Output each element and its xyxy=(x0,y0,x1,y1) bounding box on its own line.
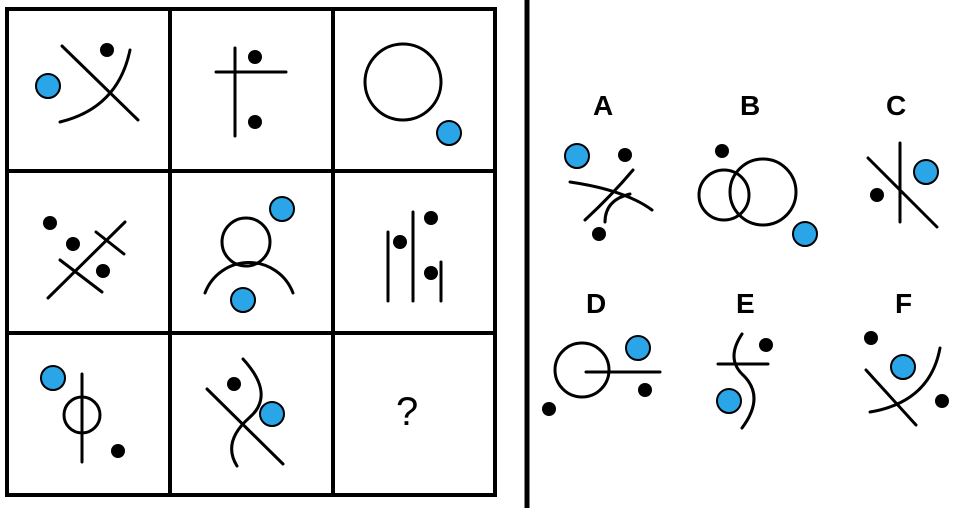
option-b-figure[interactable] xyxy=(697,144,818,247)
matrix-grid xyxy=(5,7,497,497)
black-dot xyxy=(870,188,884,202)
black-dot xyxy=(96,264,110,278)
option-label-c[interactable]: C xyxy=(886,90,907,121)
matrix-cell-2-2 xyxy=(203,196,295,313)
matrix-cell-3-2 xyxy=(205,357,285,468)
option-label-b[interactable]: B xyxy=(740,90,761,121)
missing-cell-question-mark: ? xyxy=(396,390,419,434)
black-dot xyxy=(248,50,262,64)
black-dot xyxy=(542,402,556,416)
option-f-figure[interactable] xyxy=(864,331,949,427)
option-d-figure[interactable] xyxy=(542,335,662,416)
black-dot xyxy=(424,266,438,280)
black-dot xyxy=(43,216,57,230)
blue-dot xyxy=(259,401,285,427)
blue-dot xyxy=(269,196,295,222)
blue-dot xyxy=(716,388,742,414)
option-e-figure[interactable] xyxy=(716,332,773,430)
matrix-cell-2-3 xyxy=(386,210,443,303)
black-dot xyxy=(227,377,241,391)
blue-dot xyxy=(625,335,651,361)
matrix-cell-1-1 xyxy=(35,43,140,124)
blue-dot xyxy=(436,120,462,146)
black-dot xyxy=(111,444,125,458)
option-c-figure[interactable] xyxy=(866,141,939,229)
blue-dot xyxy=(890,354,916,380)
black-dot xyxy=(248,115,262,129)
black-dot xyxy=(424,211,438,225)
blue-dot xyxy=(35,73,61,99)
blue-dot xyxy=(792,221,818,247)
option-label-a[interactable]: A xyxy=(593,90,614,121)
black-dot xyxy=(592,227,606,241)
black-dot xyxy=(393,235,407,249)
black-dot xyxy=(100,43,114,57)
black-dot xyxy=(864,331,878,345)
matrix-cell-3-1 xyxy=(40,365,125,464)
matrix-cell-2-1 xyxy=(43,216,127,300)
black-dot xyxy=(638,383,652,397)
option-label-f[interactable]: F xyxy=(895,288,913,319)
black-dot xyxy=(66,237,80,251)
option-a-figure[interactable] xyxy=(564,143,654,241)
black-dot xyxy=(935,394,949,408)
blue-dot xyxy=(230,287,256,313)
blue-dot xyxy=(564,143,590,169)
matrix-cell-1-3 xyxy=(363,42,462,146)
black-dot xyxy=(759,338,773,352)
blue-dot xyxy=(913,159,939,185)
blue-dot xyxy=(40,365,66,391)
option-label-e[interactable]: E xyxy=(736,288,755,319)
matrix-cell-1-2 xyxy=(214,46,288,138)
option-label-d[interactable]: D xyxy=(586,288,607,319)
black-dot xyxy=(715,144,729,158)
black-dot xyxy=(618,148,632,162)
